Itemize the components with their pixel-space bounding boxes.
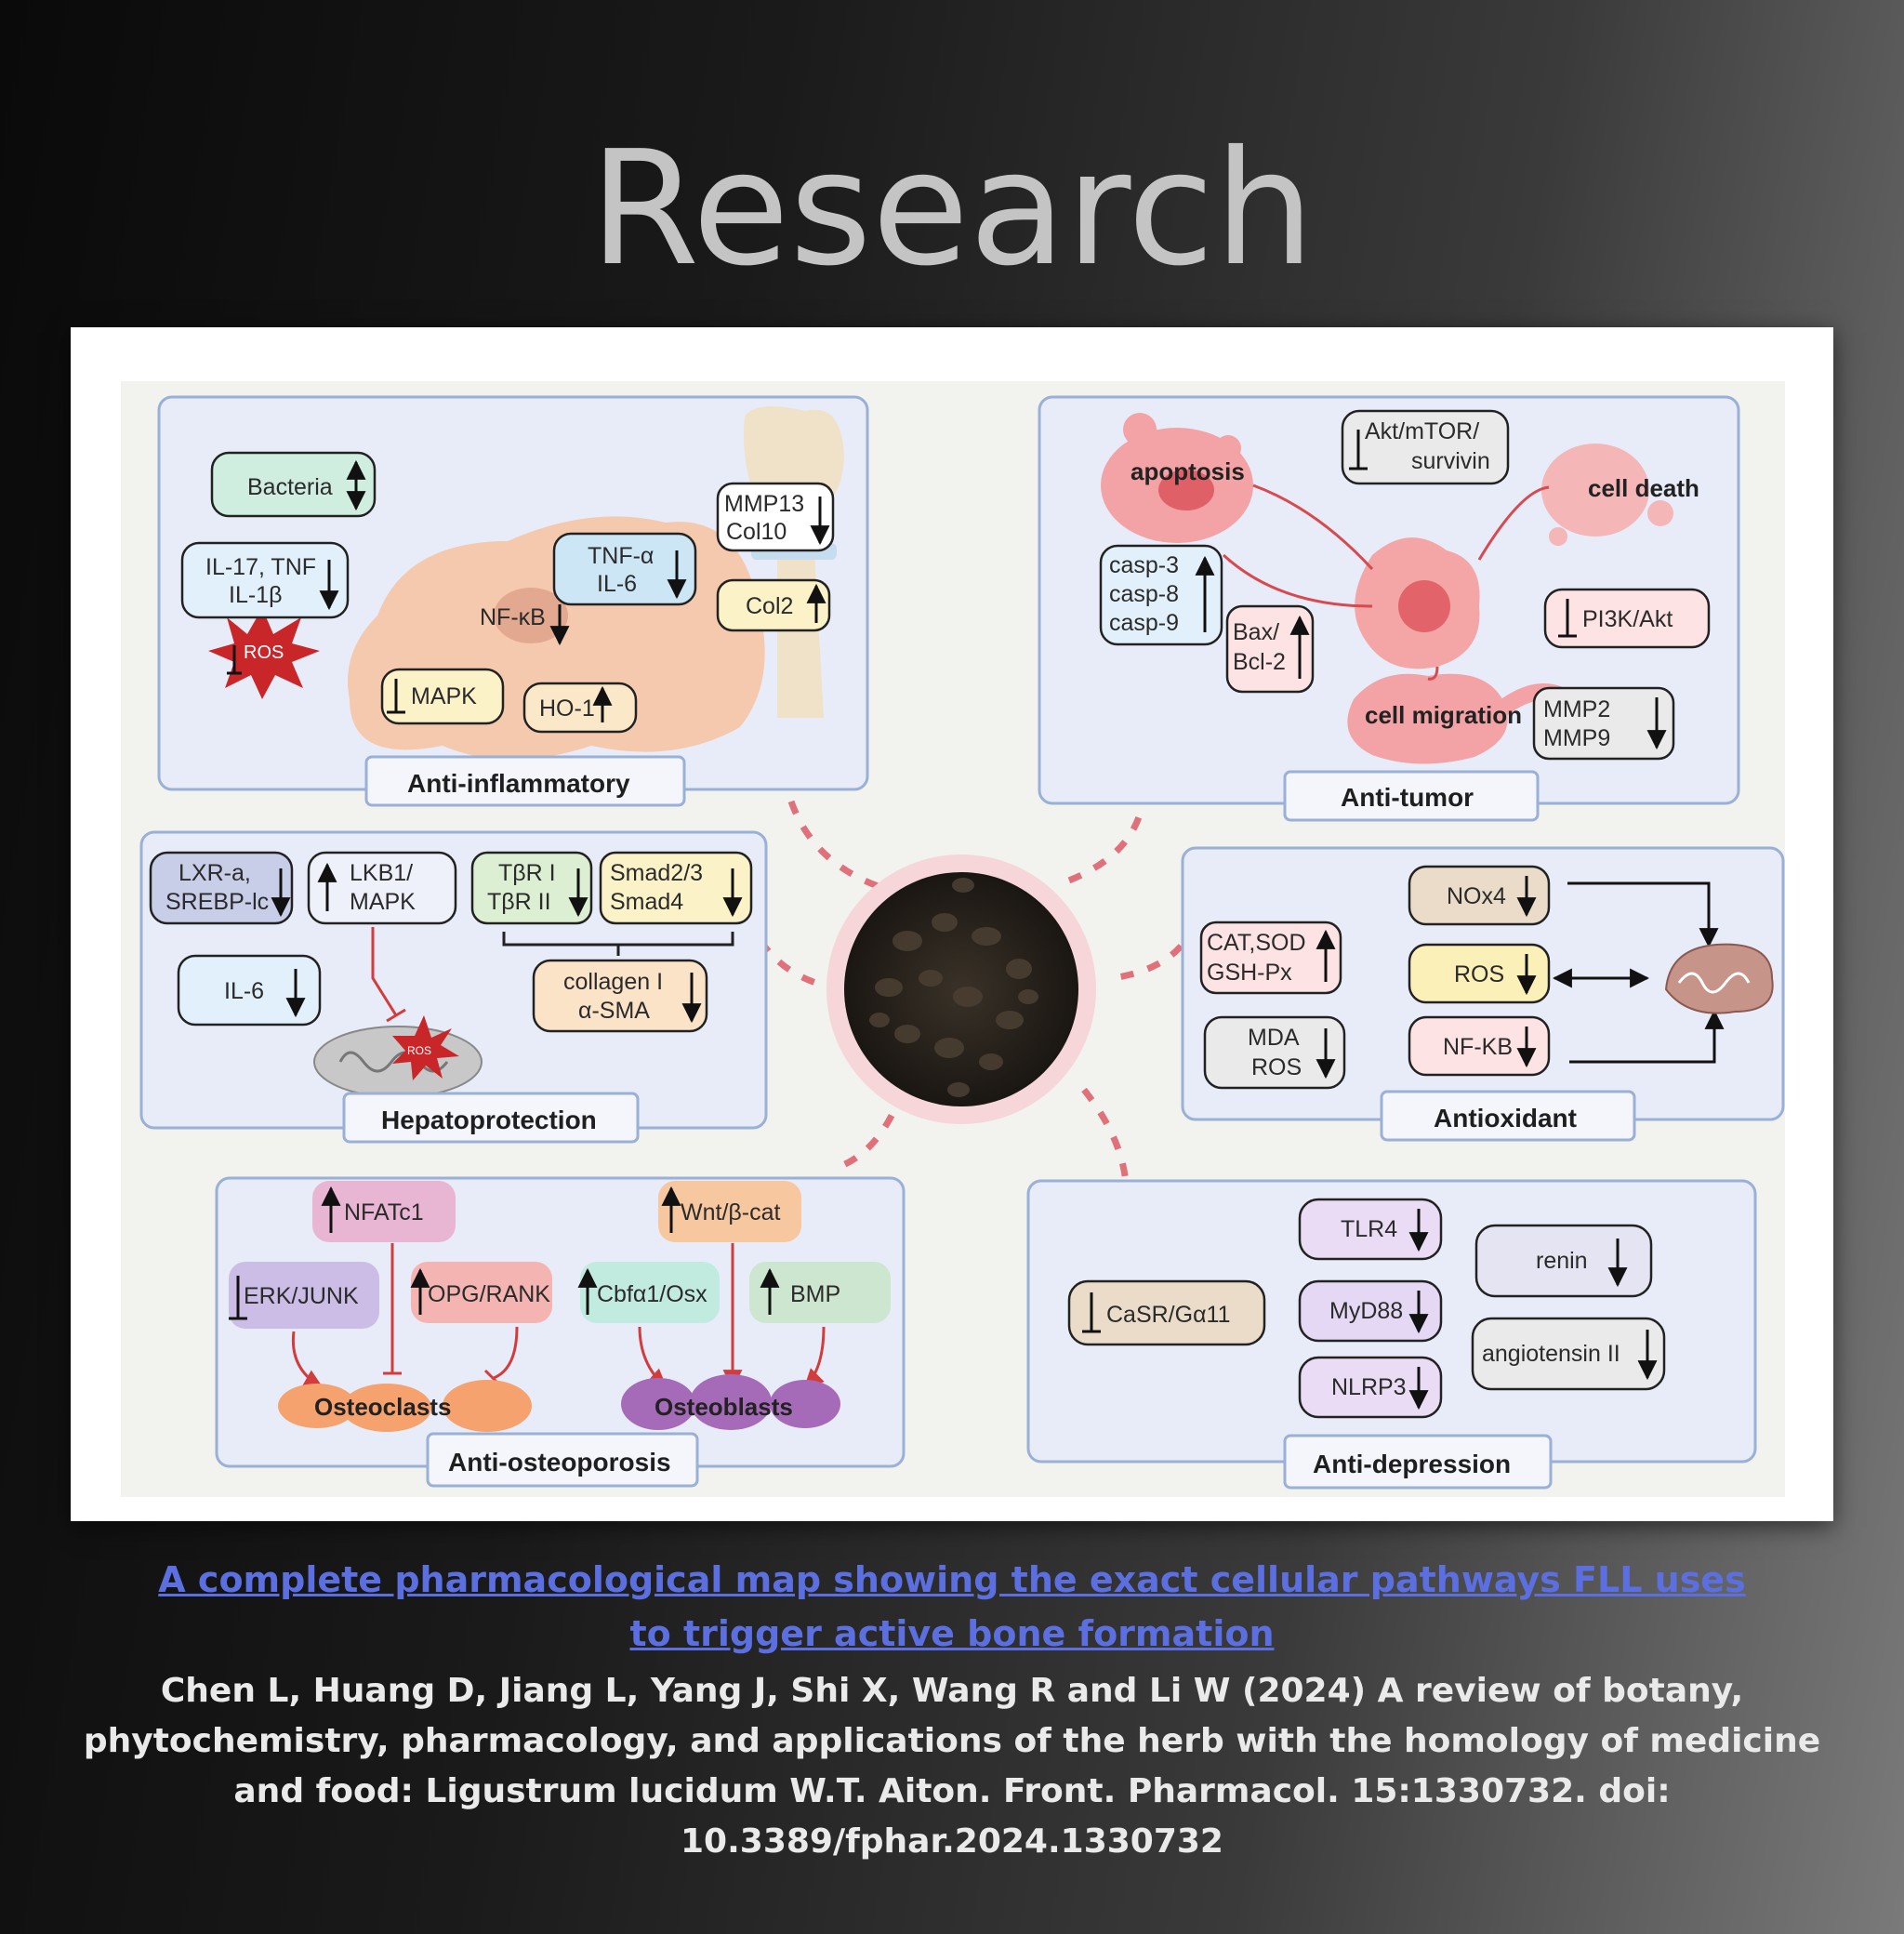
panel-anti-depression: CaSR/Gα11 TLR4 MyD88 NLRP3 renin angiote… [1026,1179,1757,1490]
svg-text:IL-1β: IL-1β [229,582,282,608]
svg-text:NLRP3: NLRP3 [1331,1374,1407,1400]
ros-star-icon: ROS [208,608,320,699]
mitochondrion-image [1664,943,1774,1014]
svg-text:ROS: ROS [407,1044,431,1057]
pathway-diagram: ROS Bacteria IL-17, TNF IL-1β TNF-α IL-6… [121,381,1785,1497]
svg-text:NF-κB: NF-κB [480,604,546,630]
panel-title-hepatoprotection: Hepatoprotection [381,1106,597,1134]
svg-text:GSH-Px: GSH-Px [1207,960,1292,986]
svg-text:Smad4: Smad4 [610,889,683,915]
svg-text:SREBP-lc: SREBP-lc [165,889,269,915]
svg-text:cell death: cell death [1588,474,1699,502]
svg-text:Wnt/β-cat: Wnt/β-cat [681,1199,781,1225]
svg-text:MAPK: MAPK [350,889,416,915]
svg-text:TβR II: TβR II [487,889,551,915]
svg-text:casp-8: casp-8 [1109,581,1179,607]
bacteria-label: Bacteria [247,474,333,500]
svg-text:TβR I: TβR I [498,860,556,886]
apoptosis-cell-image [1101,413,1253,543]
panel-title-anti-inflammatory: Anti-inflammatory [407,769,630,798]
panel-title-anti-osteoporosis: Anti-osteoporosis [448,1448,671,1477]
svg-text:MyD88: MyD88 [1329,1298,1403,1324]
svg-text:NF-KB: NF-KB [1443,1034,1513,1060]
panel-title-anti-tumor: Anti-tumor [1341,783,1474,812]
svg-text:apoptosis: apoptosis [1130,457,1245,485]
svg-text:NFATc1: NFATc1 [344,1199,424,1225]
tumor-cell-image [1355,537,1480,669]
svg-text:Osteoblasts: Osteoblasts [654,1393,793,1421]
panel-title-anti-depression: Anti-depression [1313,1450,1511,1478]
cell-death-image [1541,444,1673,546]
citation-text: Chen L, Huang D, Jiang L, Yang J, Shi X,… [83,1672,1821,1861]
svg-text:ROS: ROS [244,642,284,663]
svg-text:MMP9: MMP9 [1543,725,1610,751]
svg-text:ERK/JUNK: ERK/JUNK [244,1283,359,1309]
panel-anti-osteoporosis: NFATc1 ERK/JUNK OPG/RANK Wnt/β-cat Cbfα1… [215,1176,906,1488]
svg-text:cell migration: cell migration [1365,701,1522,729]
svg-text:Bcl-2: Bcl-2 [1233,649,1286,675]
panel-hepatoprotection: LXR-a, SREBP-lc LKB1/ MAPK TβR I TβR II … [139,830,768,1144]
svg-text:PI3K/Akt: PI3K/Akt [1582,606,1673,632]
svg-text:OPG/RANK: OPG/RANK [428,1281,550,1307]
svg-text:CAT,SOD: CAT,SOD [1207,930,1306,956]
svg-text:casp-9: casp-9 [1109,610,1179,636]
svg-text:LXR-a,: LXR-a, [178,860,251,886]
svg-text:BMP: BMP [790,1281,840,1307]
svg-text:collagen I: collagen I [563,969,663,995]
panel-title-antioxidant: Antioxidant [1434,1104,1577,1133]
svg-text:LKB1/: LKB1/ [350,860,413,886]
mitochondrion-image [313,1015,483,1098]
svg-text:HO-1: HO-1 [539,695,595,722]
svg-text:IL-6: IL-6 [224,978,264,1004]
svg-text:CaSR/Gα11: CaSR/Gα11 [1106,1302,1230,1328]
svg-text:TNF-α: TNF-α [588,543,654,569]
svg-text:Smad2/3: Smad2/3 [610,860,703,886]
svg-text:ROS: ROS [1251,1054,1302,1080]
svg-text:MMP13: MMP13 [724,491,804,517]
svg-text:angiotensin II: angiotensin II [1482,1341,1620,1367]
svg-text:ROS: ROS [1454,961,1504,987]
osteoblast-cells-image [621,1374,840,1430]
svg-text:Osteoclasts: Osteoclasts [314,1393,451,1421]
svg-text:TLR4: TLR4 [1341,1216,1397,1242]
caption-link[interactable]: A complete pharmacological map showing t… [158,1559,1746,1654]
svg-text:IL-6: IL-6 [597,571,637,597]
panel-anti-tumor: apoptosis cell death cell migration Akt/… [1038,395,1740,822]
svg-text:Bax/: Bax/ [1233,619,1279,645]
svg-text:MAPK: MAPK [411,683,477,709]
svg-text:IL-17, TNF: IL-17, TNF [205,554,316,580]
page-title: Research [589,117,1315,301]
svg-text:α-SMA: α-SMA [578,998,650,1024]
svg-text:renin: renin [1536,1248,1588,1274]
svg-text:survivin: survivin [1411,448,1490,474]
pathway-figure: ROS Bacteria IL-17, TNF IL-1β TNF-α IL-6… [71,327,1833,1521]
svg-text:Akt/mTOR/: Akt/mTOR/ [1365,418,1479,444]
svg-text:Col2: Col2 [746,593,793,619]
osteoclast-cells-image [278,1380,532,1432]
svg-text:MMP2: MMP2 [1543,696,1610,722]
panel-anti-inflammatory: ROS Bacteria IL-17, TNF IL-1β TNF-α IL-6… [157,395,869,807]
svg-text:NOx4: NOx4 [1447,883,1506,909]
seed-image [826,854,1096,1124]
svg-text:Cbfα1/Osx: Cbfα1/Osx [597,1281,707,1307]
svg-text:MDA: MDA [1248,1025,1300,1051]
svg-text:casp-3: casp-3 [1109,552,1179,578]
panel-antioxidant: CAT,SOD GSH-Px MDA ROS NOx4 ROS NF-KB An… [1181,846,1785,1142]
svg-text:Col10: Col10 [726,519,787,545]
